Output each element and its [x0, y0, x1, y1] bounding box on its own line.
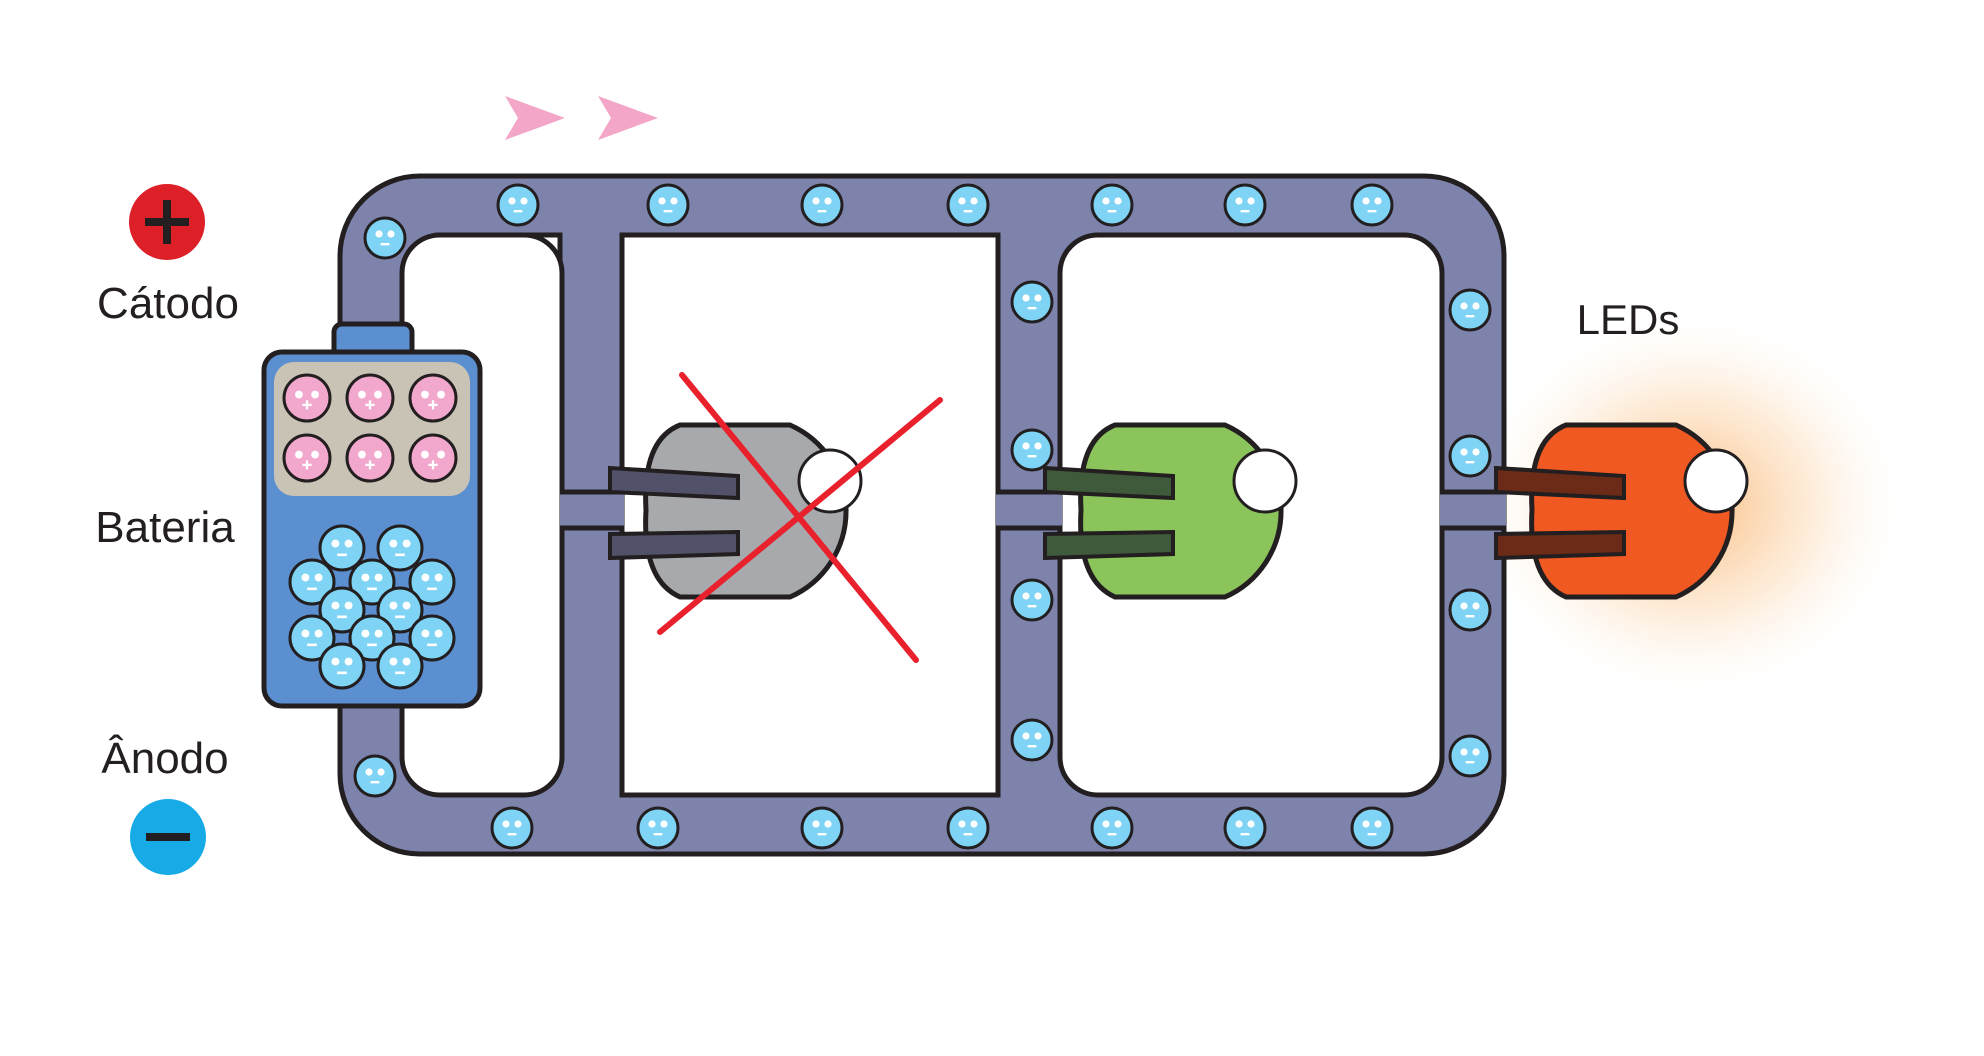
led-lead — [1043, 465, 1175, 501]
electron — [1350, 806, 1394, 850]
anode-label: Ânodo — [101, 734, 228, 783]
hole — [278, 369, 336, 427]
electron — [318, 586, 366, 634]
led-lead — [1494, 465, 1626, 501]
electron — [408, 558, 456, 606]
electron — [946, 183, 990, 227]
flow-arrow-1 — [505, 96, 565, 140]
leds-label: LEDs — [1577, 296, 1680, 343]
electron — [646, 183, 690, 227]
electron — [376, 642, 424, 690]
led-lead — [1043, 529, 1175, 561]
electron — [1010, 280, 1054, 324]
electron — [1350, 183, 1394, 227]
electron — [1448, 588, 1492, 632]
electron — [800, 806, 844, 850]
electron — [318, 642, 366, 690]
led-lead — [1494, 529, 1626, 561]
led-lead — [608, 465, 740, 501]
led-highlight — [1232, 448, 1298, 514]
electron — [288, 558, 336, 606]
led-orange — [1494, 422, 1749, 600]
electron — [636, 806, 680, 850]
electron — [363, 216, 407, 260]
hole — [278, 429, 336, 487]
electron — [1010, 718, 1054, 762]
led-highlight — [1683, 448, 1749, 514]
electron — [1090, 806, 1134, 850]
hole — [341, 369, 399, 427]
electron-group — [353, 183, 1492, 850]
cathode-sign — [129, 184, 205, 260]
electron — [1448, 288, 1492, 332]
battery — [261, 321, 483, 709]
hole — [404, 429, 462, 487]
anode-sign — [130, 799, 206, 875]
cathode-label: Cátodo — [97, 279, 239, 328]
electron — [318, 524, 366, 572]
electron — [946, 806, 990, 850]
electron — [1448, 734, 1492, 778]
led-lead — [608, 529, 740, 561]
led-off — [608, 422, 863, 600]
electron — [376, 586, 424, 634]
electron — [1010, 578, 1054, 622]
electron — [348, 558, 396, 606]
cross-mark — [657, 372, 943, 663]
electron — [800, 183, 844, 227]
hole — [404, 369, 462, 427]
flow-arrow-2 — [598, 96, 658, 140]
electron — [1448, 434, 1492, 478]
electron — [1223, 806, 1267, 850]
electron — [1090, 183, 1134, 227]
led-highlight — [797, 448, 863, 514]
electron — [348, 614, 396, 662]
wire-loop — [337, 173, 1507, 857]
electron — [353, 754, 397, 798]
electron — [1223, 183, 1267, 227]
current-flow-arrows — [505, 96, 658, 140]
electron — [408, 614, 456, 662]
battery-label: Bateria — [95, 503, 235, 552]
electron — [1010, 428, 1054, 472]
electron — [490, 806, 534, 850]
hole — [341, 429, 399, 487]
electron — [288, 614, 336, 662]
led-green — [1043, 422, 1298, 600]
electron — [496, 183, 540, 227]
electron — [376, 524, 424, 572]
